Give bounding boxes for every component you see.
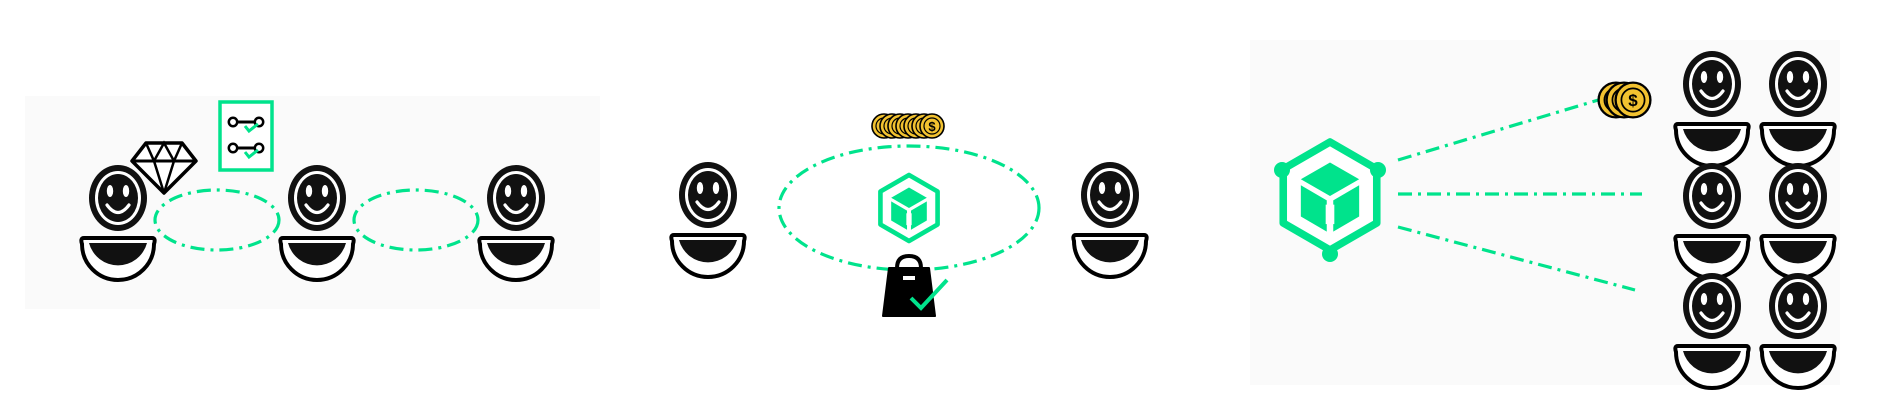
- contract-icon: [218, 100, 274, 172]
- coin-symbol: $: [928, 119, 936, 134]
- diamond-icon: [130, 140, 198, 195]
- dashed-link-right: [352, 188, 480, 252]
- panel-peer-to-peer: [25, 96, 600, 309]
- coin-stack-icon: $: [1597, 81, 1652, 119]
- coin-stack-icon: $: [871, 113, 945, 139]
- person-icon: [1071, 160, 1149, 279]
- coin-symbol: $: [1628, 91, 1638, 110]
- blockchain-cube-icon: [1274, 142, 1386, 262]
- shopping-bag-icon: [882, 253, 949, 317]
- panel-one-to-many: $: [1250, 40, 1840, 390]
- dashed-links: [1397, 93, 1642, 292]
- panel-marketplace: $: [669, 113, 1149, 317]
- blockchain-cube-icon: [880, 175, 937, 241]
- dashed-link-left: [153, 188, 281, 252]
- person-icon: [669, 160, 747, 279]
